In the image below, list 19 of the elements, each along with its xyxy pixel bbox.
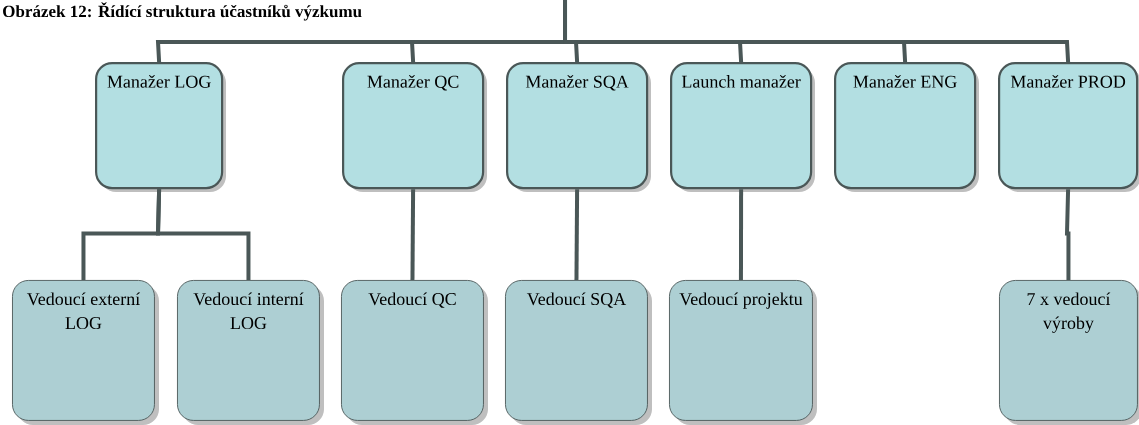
role-box: Vedoucí SQA	[505, 280, 652, 425]
connector-line	[738, 189, 744, 280]
role-box: Vedoucí QC	[341, 280, 488, 425]
role-box: 7 x vedoucí výroby	[999, 280, 1139, 425]
figure-title: Obrázek 12: Řídící struktura účastníků výzkumu	[3, 2, 362, 21]
role-box: Manažer ENG	[834, 62, 979, 192]
role-box: Manažer QC	[342, 62, 487, 192]
connector-line	[563, 0, 1071, 63]
connector-line	[1064, 189, 1071, 280]
connector-line	[574, 189, 580, 280]
role-box: Vedoucí projektu	[669, 280, 817, 425]
role-box: Manažer LOG	[95, 62, 226, 192]
role-box: Manažer PROD	[998, 62, 1139, 192]
role-box: Launch manažer	[670, 62, 815, 192]
role-box: Vedoucí interní LOG	[177, 280, 324, 425]
role-box: Manažer SQA	[506, 62, 651, 192]
connector-line	[410, 189, 416, 280]
connector-line	[155, 189, 251, 280]
role-box: Vedoucí externí LOG	[12, 280, 159, 425]
